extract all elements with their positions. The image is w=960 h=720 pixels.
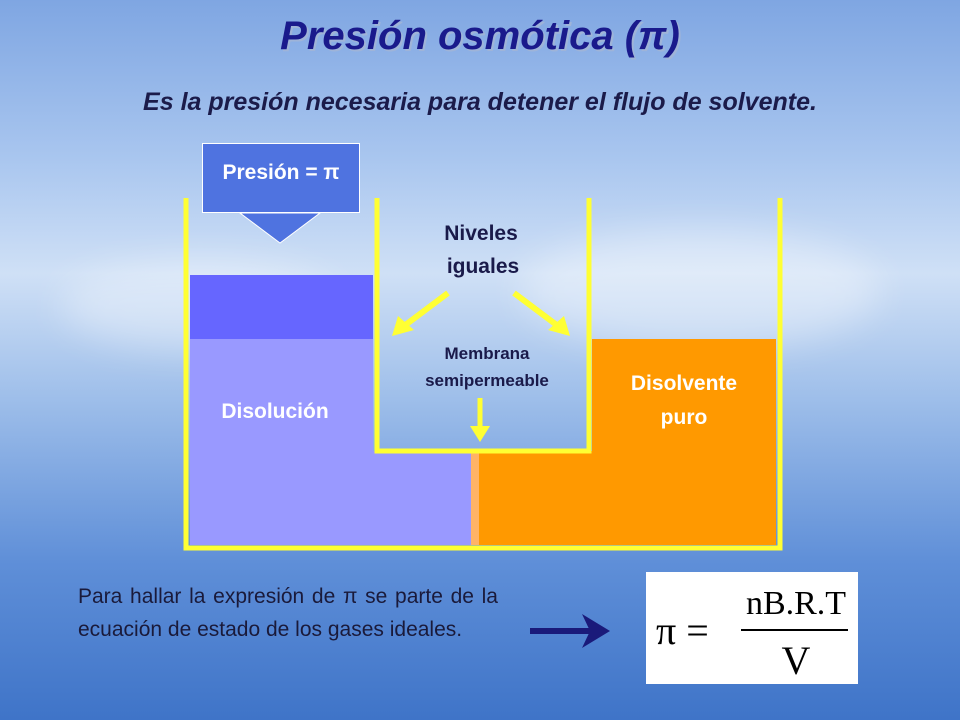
membrane-label: semipermeable — [425, 371, 549, 390]
explanation-text: Para hallar la expresión de π se parte d… — [78, 585, 498, 641]
solution-body — [190, 339, 373, 451]
membrane-arrow — [470, 398, 490, 442]
membrane — [471, 451, 479, 545]
osmotic-pressure-formula: π = nB.R.T V — [646, 572, 858, 684]
equal-levels-label: iguales — [447, 255, 519, 278]
formula-numerator: nB.R.T — [746, 585, 846, 622]
solvent-label: Disolvente — [631, 372, 737, 395]
solvent-label: puro — [661, 406, 708, 429]
level-arrows — [392, 290, 570, 336]
page-title: Presión osmótica (π) — [280, 14, 680, 58]
container — [183, 198, 783, 551]
formula-lhs: π = — [656, 608, 709, 653]
pressure-label: Presión = π — [202, 143, 360, 213]
membrane-label: Membrana — [444, 344, 530, 363]
equal-levels-label: Niveles — [444, 222, 518, 245]
right-arrow-icon — [530, 614, 610, 648]
solution-bottom — [190, 451, 472, 545]
solution-top-layer — [190, 275, 373, 339]
solvent-bottom — [478, 451, 776, 545]
solvent-body — [592, 339, 776, 457]
formula-denominator: V — [782, 638, 811, 683]
solution-label: Disolución — [221, 400, 328, 423]
pressure-arrow — [238, 212, 322, 244]
background-cloud — [520, 230, 880, 350]
page-subtitle: Es la presión necesaria para detener el … — [143, 88, 817, 116]
